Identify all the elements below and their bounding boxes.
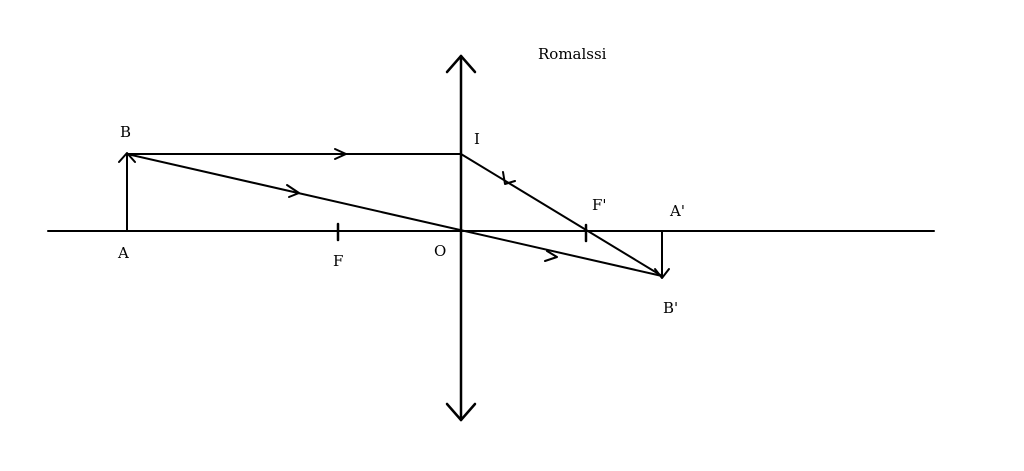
object-AB (118, 152, 136, 232)
lens-bottom-arrowhead (445, 402, 477, 422)
label-F: F (333, 252, 343, 270)
ray1-arrow-2 (502, 171, 516, 185)
image-A-prime-B-prime (654, 230, 670, 279)
converging-lens (445, 54, 477, 422)
label-B-prime: B' (663, 299, 678, 317)
label-O: O (434, 242, 446, 260)
label-I: I (474, 130, 480, 148)
ray2-arrow-1 (286, 184, 300, 198)
label-A: A (117, 244, 129, 262)
watermark-text: Romalssi (538, 45, 607, 63)
ray1-arrow-1 (334, 148, 347, 160)
lens-top-arrowhead (445, 54, 477, 74)
image-arrowhead (654, 268, 670, 279)
ray-B-O-B-prime (126, 153, 663, 277)
label-A-prime: A' (669, 202, 685, 220)
ray-B-I-F-prime (126, 148, 663, 277)
label-F-prime: F' (592, 196, 607, 214)
label-B: B (120, 123, 131, 141)
ray2-arrow-2 (544, 250, 558, 262)
